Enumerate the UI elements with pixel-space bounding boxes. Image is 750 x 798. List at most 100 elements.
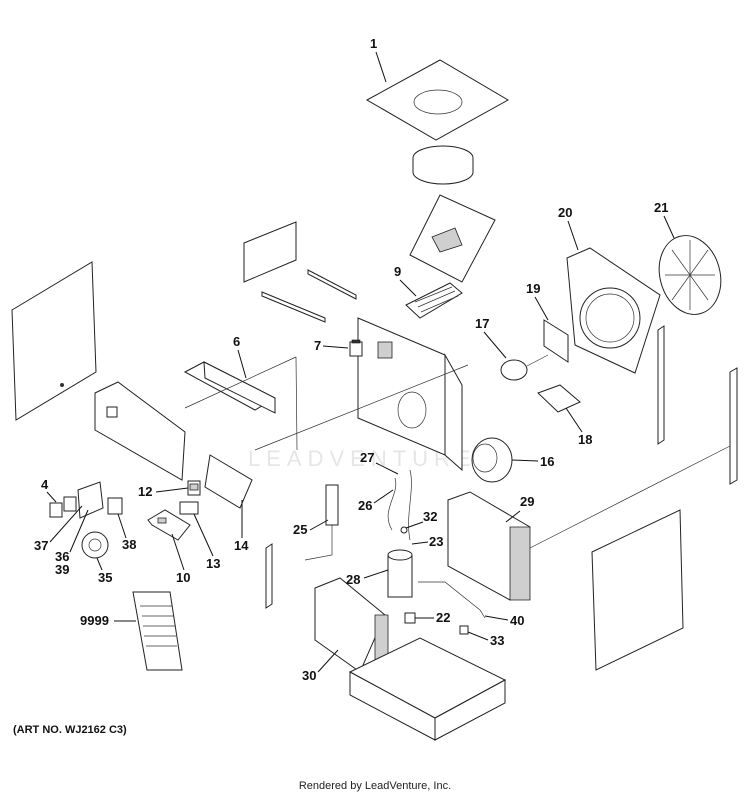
- part-25-accumulator[interactable]: [304, 484, 339, 561]
- callout-35: 35: [96, 557, 112, 585]
- svg-text:9999: 9999: [80, 613, 109, 628]
- svg-text:33: 33: [490, 633, 504, 648]
- svg-text:39: 39: [55, 562, 69, 577]
- svg-text:37: 37: [34, 538, 48, 553]
- svg-text:29: 29: [520, 494, 534, 509]
- svg-text:23: 23: [429, 534, 443, 549]
- callout-30: 30: [302, 649, 339, 683]
- svg-text:35: 35: [98, 570, 112, 585]
- svg-text:36: 36: [55, 549, 69, 564]
- part-17-fan-motor[interactable]: [500, 354, 549, 381]
- callout-7: 7: [314, 338, 349, 353]
- support-bars[interactable]: [261, 269, 357, 323]
- callout-17: 17: [475, 316, 507, 359]
- callout-9999: 9999: [80, 613, 136, 628]
- callout-14: 14: [234, 500, 249, 553]
- part-13-relay[interactable]: [179, 501, 199, 515]
- callout-26: 26: [358, 489, 394, 513]
- part-9-heater[interactable]: [405, 282, 463, 319]
- base-pan[interactable]: [348, 637, 507, 741]
- control-box-panel[interactable]: [94, 381, 186, 481]
- part-9999-manual[interactable]: [132, 591, 183, 671]
- duct-panel[interactable]: [409, 194, 496, 283]
- callout-18: 18: [565, 407, 592, 447]
- svg-text:9: 9: [394, 264, 401, 279]
- svg-text:22: 22: [436, 610, 450, 625]
- svg-text:7: 7: [314, 338, 321, 353]
- part-28-compressor[interactable]: [387, 549, 413, 598]
- callout-13: 13: [193, 513, 220, 571]
- svg-text:4: 4: [41, 477, 49, 492]
- collar-ring[interactable]: [412, 145, 474, 185]
- callout-23: 23: [411, 534, 443, 549]
- part-22-grommet[interactable]: [404, 612, 416, 624]
- svg-text:19: 19: [526, 281, 540, 296]
- callout-21: 21: [654, 200, 675, 239]
- part-18-bracket[interactable]: [537, 384, 581, 413]
- right-side-panel[interactable]: [591, 509, 684, 671]
- part-33-valve[interactable]: [459, 625, 469, 635]
- svg-text:6: 6: [233, 334, 240, 349]
- svg-text:21: 21: [654, 200, 668, 215]
- svg-text:38: 38: [122, 537, 136, 552]
- part-26-tubing[interactable]: [387, 469, 412, 541]
- callout-19: 19: [526, 281, 549, 321]
- part-16-blower-wheel[interactable]: [471, 437, 513, 483]
- svg-text:40: 40: [510, 613, 524, 628]
- footer-credit: Rendered by LeadVenture, Inc.: [298, 780, 452, 792]
- part-6-bracket[interactable]: [183, 361, 277, 414]
- left-lower-bracket[interactable]: [265, 543, 273, 609]
- upper-left-panel[interactable]: [243, 221, 297, 283]
- part-19-motor-mount[interactable]: [543, 319, 569, 363]
- callout-4: 4: [41, 477, 57, 503]
- callout-32: 32: [405, 509, 437, 529]
- callout-40: 40: [484, 613, 524, 628]
- part-38-relay[interactable]: [107, 497, 123, 515]
- svg-text:1: 1: [370, 36, 377, 51]
- left-side-panel[interactable]: [11, 261, 97, 421]
- callout-22: 22: [415, 610, 450, 625]
- part-20-shroud[interactable]: [566, 247, 661, 374]
- right-brackets[interactable]: [657, 325, 738, 485]
- callout-25: 25: [293, 519, 329, 537]
- callout-28: 28: [346, 569, 389, 587]
- callout-9: 9: [394, 264, 417, 297]
- part-21-fan-guard[interactable]: [651, 229, 730, 322]
- part-29-coil[interactable]: [447, 491, 531, 601]
- svg-text:12: 12: [138, 484, 152, 499]
- svg-text:20: 20: [558, 205, 572, 220]
- callout-20: 20: [558, 205, 579, 251]
- svg-text:17: 17: [475, 316, 489, 331]
- svg-text:10: 10: [176, 570, 190, 585]
- callout-6: 6: [233, 334, 247, 379]
- callout-37: 37: [34, 505, 83, 553]
- svg-text:28: 28: [346, 572, 360, 587]
- svg-text:26: 26: [358, 498, 372, 513]
- part-30-condenser-coil[interactable]: [314, 577, 389, 673]
- svg-text:25: 25: [293, 522, 307, 537]
- svg-text:32: 32: [423, 509, 437, 524]
- part-35-motor[interactable]: [81, 531, 109, 559]
- part-14-plate[interactable]: [204, 454, 253, 509]
- center-bulkhead[interactable]: [357, 317, 463, 472]
- callout-12: 12: [138, 484, 189, 499]
- part-12-switch[interactable]: [187, 480, 201, 496]
- svg-text:27: 27: [360, 450, 374, 465]
- svg-text:13: 13: [206, 556, 220, 571]
- callout-16: 16: [511, 454, 554, 469]
- part-4-terminal[interactable]: [49, 496, 77, 518]
- callout-10: 10: [171, 533, 190, 585]
- svg-text:16: 16: [540, 454, 554, 469]
- art-number: (ART NO. WJ2162 C3): [13, 724, 127, 736]
- callout-39: 39: [55, 562, 69, 577]
- part-7-capacitor[interactable]: [349, 339, 363, 357]
- part-40-tube[interactable]: [418, 581, 486, 619]
- part-10-control-board[interactable]: [147, 509, 191, 541]
- part-1-top-panel[interactable]: [365, 59, 510, 141]
- part-32-fitting[interactable]: [400, 526, 408, 534]
- callout-33: 33: [467, 631, 504, 648]
- svg-text:30: 30: [302, 668, 316, 683]
- part-36-switch-bracket[interactable]: [77, 481, 104, 519]
- svg-text:14: 14: [234, 538, 249, 553]
